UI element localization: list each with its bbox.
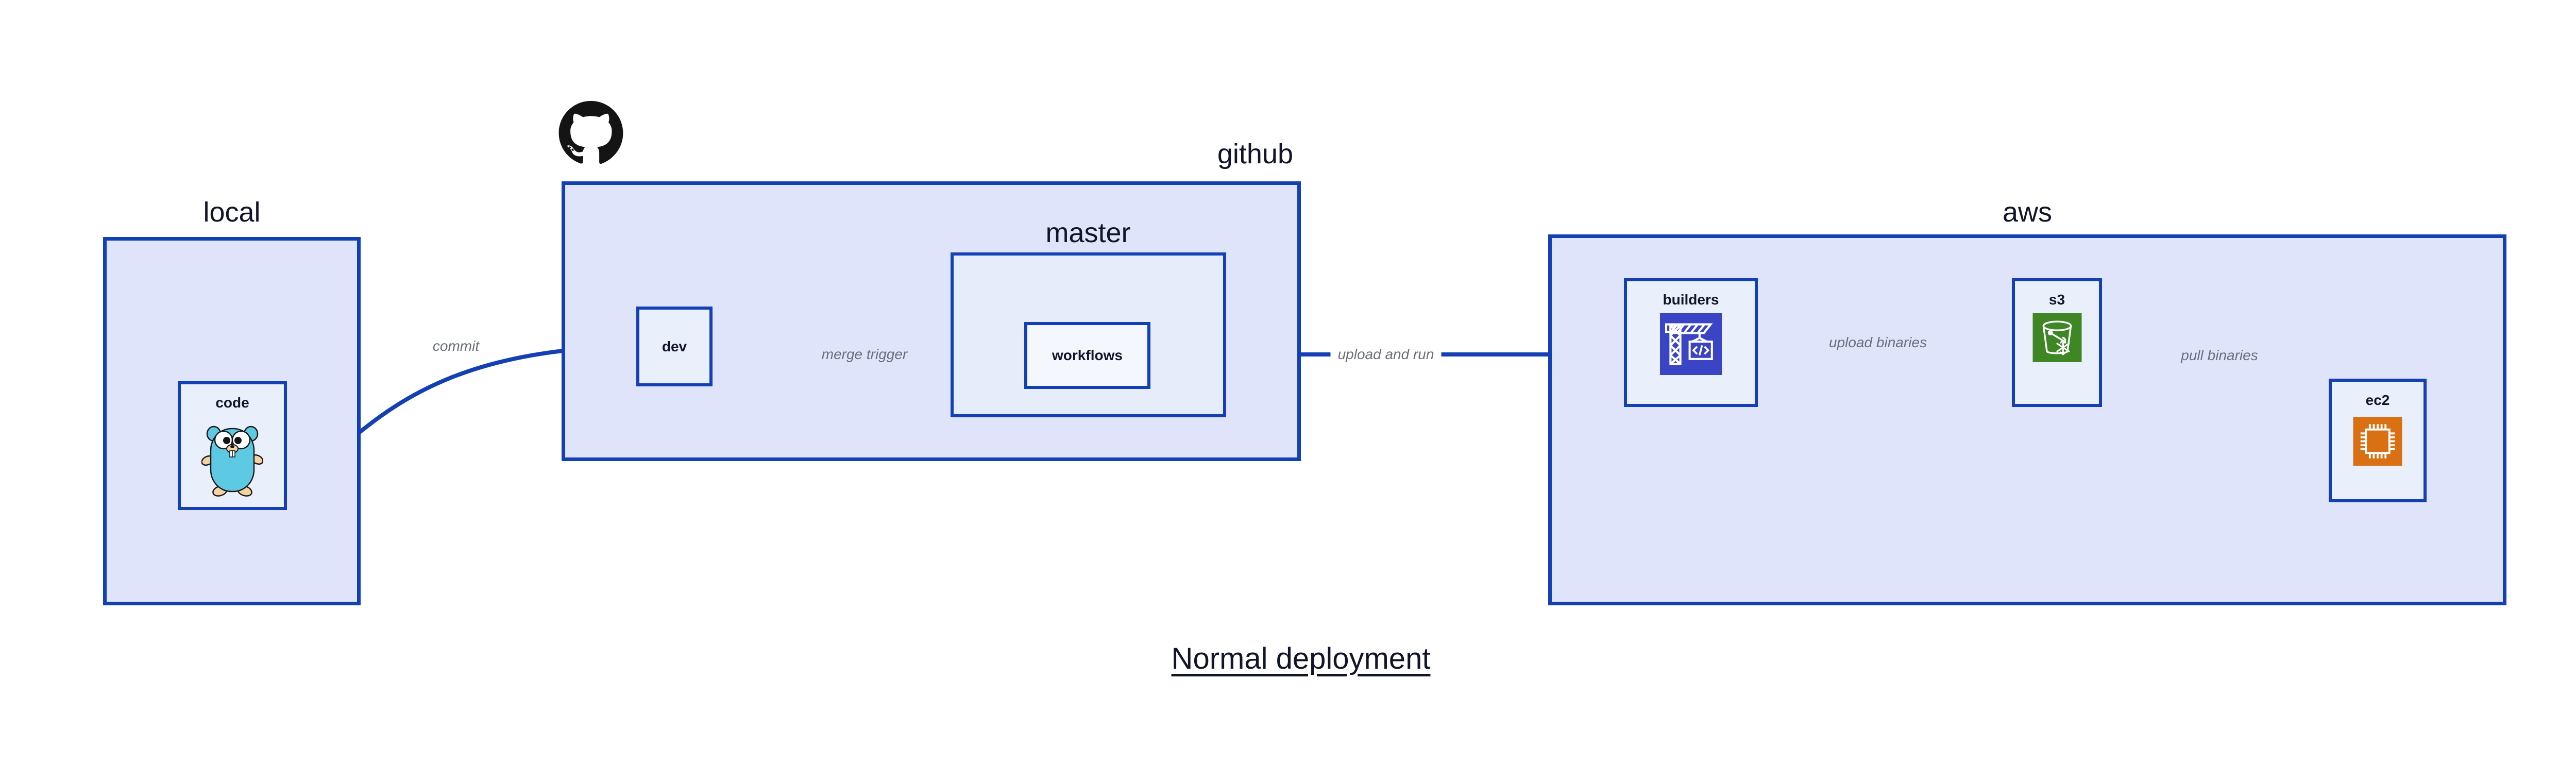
edge-pull-binaries-label: pull binaries — [2181, 347, 2258, 363]
node-dev-label: dev — [662, 338, 687, 354]
node-s3-label: s3 — [2048, 292, 2065, 308]
node-workflows[interactable]: workflows — [1024, 322, 1150, 389]
edge-merge-trigger-chip — [814, 345, 915, 364]
edge-upload-binaries-label: upload binaries — [1829, 334, 1927, 350]
group-local-label: local — [203, 197, 261, 228]
node-code[interactable]: code — [178, 381, 287, 510]
node-builders[interactable]: builders — [1624, 278, 1758, 407]
edge-upload-and-run-chip — [1330, 345, 1442, 364]
node-code-label: code — [215, 395, 249, 411]
node-builders-label: builders — [1663, 292, 1719, 308]
edge-upload-and-run-label: upload and run — [1337, 346, 1434, 362]
edge-commit-chip — [425, 337, 487, 355]
aws-s3-bucket-icon — [2032, 313, 2081, 362]
node-ec2[interactable]: ec2 — [2329, 379, 2427, 502]
node-s3[interactable]: s3 — [2012, 278, 2102, 407]
edge-upload-binaries-chip — [1821, 333, 1935, 352]
go-gopher-icon — [201, 419, 264, 497]
group-aws-label: aws — [2002, 197, 2053, 228]
node-ec2-label: ec2 — [2365, 392, 2390, 408]
github-octocat-logo — [557, 99, 624, 166]
node-workflows-label: workflows — [1052, 347, 1123, 363]
node-dev[interactable]: dev — [636, 307, 713, 386]
aws-codebuild-icon — [1660, 313, 1722, 375]
group-master-label: master — [1045, 217, 1131, 248]
diagram-title: Normal deployment — [1171, 642, 1431, 675]
aws-ec2-chip-icon — [2353, 417, 2402, 466]
edge-merge-trigger-label: merge trigger — [821, 346, 908, 362]
edge-commit-label: commit — [432, 338, 480, 354]
group-github-label: github — [1217, 139, 1293, 169]
edge-pull-binaries-chip — [2172, 346, 2267, 365]
